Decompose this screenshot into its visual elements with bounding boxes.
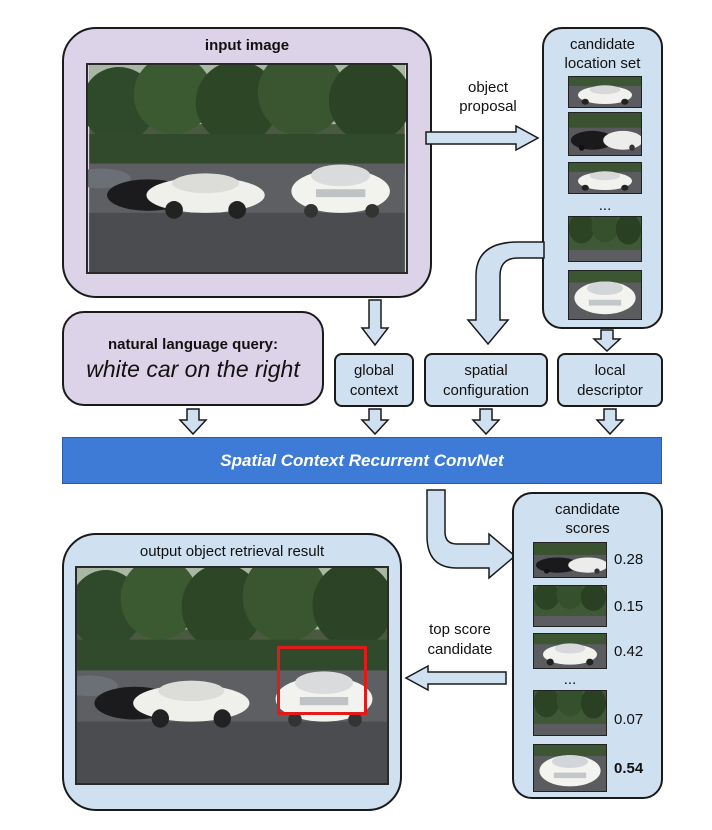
score-value-2: 0.15 <box>614 598 644 615</box>
top-score-label-line1: top score <box>429 621 491 638</box>
proposal-label-line1: object <box>467 79 509 96</box>
candidate-to-local-arrow <box>592 329 622 353</box>
input-image-title: input image <box>204 37 290 54</box>
candidate-thumb-2 <box>568 112 642 156</box>
candidate-thumb-5 <box>568 270 642 320</box>
top-score-label-line2: candidate <box>427 641 493 658</box>
local-descriptor-line2: descriptor <box>577 382 643 399</box>
local-descriptor-line1: local <box>594 362 626 379</box>
retrieved-object-box <box>277 646 367 715</box>
spatial-to-network-arrow <box>471 408 501 436</box>
spatial-configuration-box <box>424 353 548 407</box>
local-to-network-arrow <box>595 408 625 436</box>
global-context-line2: context <box>349 382 399 399</box>
score-value-1: 0.28 <box>614 551 644 568</box>
score-thumb-5 <box>533 744 607 792</box>
query-to-network-arrow <box>178 408 208 436</box>
candidate-set-ellipsis: ... <box>598 197 612 214</box>
candidate-set-title-line2: location set <box>564 55 641 72</box>
scrc-network-bar <box>62 437 662 484</box>
input-photo <box>86 63 408 274</box>
scrc-network-label: Spatial Context Recurrent ConvNet <box>220 451 504 470</box>
spatial-configuration-line1: spatial <box>464 362 508 379</box>
score-thumb-2 <box>533 585 607 627</box>
query-panel <box>62 311 324 406</box>
candidate-to-spatial-arrow <box>466 241 545 346</box>
candidate-thumb-4 <box>568 216 642 262</box>
candidate-set-title-line1: candidate <box>569 36 636 53</box>
candidate-scores-ellipsis: ... <box>563 671 577 688</box>
score-thumb-1 <box>533 542 607 578</box>
score-thumb-4 <box>533 690 607 736</box>
score-value-4: 0.07 <box>614 711 644 728</box>
local-descriptor-box <box>557 353 663 407</box>
global-to-network-arrow <box>360 408 390 436</box>
global-context-line1: global <box>353 362 395 379</box>
output-photo <box>75 566 389 785</box>
input-to-global-arrow <box>360 299 390 347</box>
query-title: natural language query: <box>107 336 279 353</box>
candidate-thumb-3 <box>568 162 642 194</box>
query-text: white car on the right <box>86 356 300 382</box>
output-panel-title: output object retrieval result <box>139 543 325 560</box>
proposal-label-line2: proposal <box>459 98 517 115</box>
spatial-configuration-line2: configuration <box>443 382 529 399</box>
score-value-3: 0.42 <box>614 643 644 660</box>
score-value-5: 0.54 <box>614 760 644 777</box>
candidate-scores-title-line1: candidate <box>554 501 621 518</box>
top-score-arrow <box>404 664 507 692</box>
score-thumb-3 <box>533 633 607 669</box>
candidate-thumb-1 <box>568 76 642 108</box>
candidate-scores-title-line2: scores <box>565 520 610 537</box>
global-context-box <box>334 353 414 407</box>
proposal-arrow <box>425 124 540 152</box>
network-to-scores-arrow <box>426 489 517 580</box>
